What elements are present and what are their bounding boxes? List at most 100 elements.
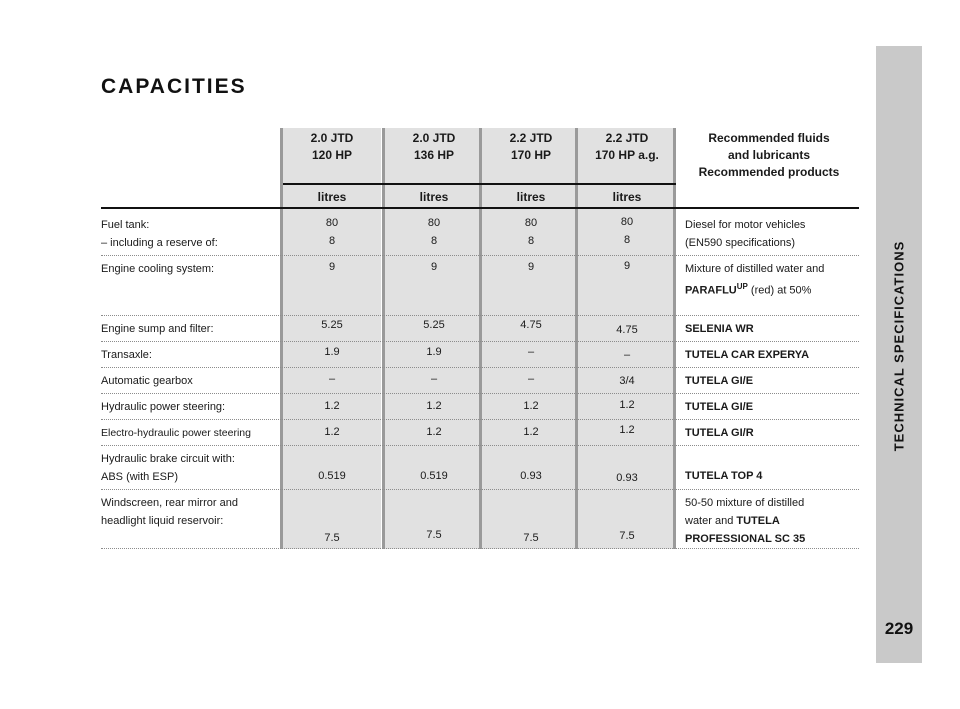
- table-cell: 9: [623, 260, 631, 272]
- table-cell: 1.2: [426, 426, 442, 438]
- unit-row-rule: [283, 183, 676, 185]
- table-cell: 0.519: [318, 470, 346, 482]
- column-header-2-power: 136 HP: [413, 148, 455, 162]
- row-label-line: ABS (with ESP): [101, 471, 179, 483]
- cell-value: 8: [527, 235, 535, 247]
- recommended-header-line2: and lubricants: [727, 148, 810, 162]
- column-header-4: 2.2 JTD 170 HP a.g.: [578, 130, 676, 164]
- table-row-label: Windscreen, rear mirror and headlight li…: [101, 494, 238, 530]
- recommended-text: PARAFLUUP (red) at 50%: [685, 278, 859, 300]
- row-divider: [101, 419, 859, 420]
- row-divider: [101, 393, 859, 394]
- column-header-2-model: 2.0 JTD: [412, 131, 456, 145]
- cell-value: 8: [623, 234, 631, 246]
- column-divider-1: [280, 128, 283, 549]
- recommended-header: Recommended fluids and lubricants Recomm…: [680, 130, 858, 181]
- table-row-label: Hydraulic brake circuit with: ABS (with …: [101, 450, 235, 486]
- brand-name: PARAFLU: [685, 284, 737, 297]
- table-cell: 9: [328, 261, 336, 273]
- table-cell: 4.75: [616, 324, 638, 336]
- recommended-text: Diesel for motor vehicles: [685, 219, 806, 231]
- section-title-vertical: TECHNICAL SPECIFICATIONS: [891, 240, 907, 452]
- table-row-label: Transaxle:: [101, 349, 152, 361]
- recommended-product: Mixture of distilled water and PARAFLUUP…: [685, 260, 859, 300]
- table-cell: –: [430, 373, 438, 385]
- column-header-4-power: 170 HP a.g.: [595, 148, 659, 162]
- table-cell: 7.5: [324, 532, 340, 544]
- row-divider: [101, 315, 859, 316]
- recommended-text: water and TUTELA: [685, 512, 859, 530]
- recommended-text: Mixture of distilled water and: [685, 263, 825, 275]
- recommended-text-lead: water and: [685, 515, 737, 527]
- brand-superscript: UP: [736, 282, 748, 291]
- table-cell: 9: [527, 261, 535, 273]
- row-divider: [101, 341, 859, 342]
- table-cell: 3/4: [619, 375, 635, 387]
- column-unit-2: litres: [419, 190, 449, 204]
- cell-value: 8: [430, 235, 438, 247]
- table-cell: 1.2: [619, 424, 635, 436]
- column-unit-3: litres: [516, 190, 546, 204]
- table-row-label: Automatic gearbox: [101, 375, 193, 387]
- table-cell: 7.5: [426, 529, 442, 541]
- table-cell: –: [623, 349, 631, 361]
- column-divider-4: [575, 128, 578, 549]
- column-header-1-model: 2.0 JTD: [310, 131, 354, 145]
- recommended-header-line1: Recommended fluids: [708, 131, 830, 145]
- column-divider-5: [673, 128, 676, 549]
- table-cell: –: [527, 373, 535, 385]
- section-side-tab: TECHNICAL SPECIFICATIONS 229: [876, 46, 922, 663]
- recommended-product: TUTELA CAR EXPERYA: [685, 349, 810, 361]
- table-cell: 0.519: [420, 470, 448, 482]
- recommended-product: 50-50 mixture of distilled water and TUT…: [685, 494, 859, 548]
- cell-value: 80: [427, 217, 441, 229]
- table-cell: 80 8: [578, 213, 676, 249]
- table-cell: 1.9: [324, 346, 340, 358]
- table-cell: 1.2: [324, 426, 340, 438]
- page-number: 229: [884, 619, 914, 638]
- column-header-4-model: 2.2 JTD: [605, 131, 649, 145]
- cell-value: 80: [325, 217, 339, 229]
- table-cell: 1.2: [426, 400, 442, 412]
- cell-value: 80: [524, 217, 538, 229]
- column-divider-3: [479, 128, 482, 549]
- recommended-header-line3: Recommended products: [698, 165, 840, 179]
- row-label-line: – including a reserve of:: [101, 237, 218, 249]
- table-cell: 80 8: [482, 214, 580, 250]
- row-divider: [101, 445, 859, 446]
- table-cell: 1.9: [426, 346, 442, 358]
- table-cell: 1.2: [619, 399, 635, 411]
- recommended-product: Diesel for motor vehicles (EN590 specifi…: [685, 216, 859, 252]
- table-cell: –: [527, 346, 535, 358]
- table-cell: 1.2: [324, 400, 340, 412]
- brand-name: TUTELA: [736, 515, 780, 527]
- row-divider: [101, 548, 859, 549]
- column-band-1: [283, 128, 381, 549]
- column-band-3: [482, 128, 580, 549]
- table-row-label: Hydraulic power steering:: [101, 401, 226, 413]
- table-cell: 4.75: [520, 319, 542, 331]
- page-title: CAPACITIES: [101, 75, 247, 98]
- table-cell: 9: [430, 261, 438, 273]
- table-cell: 0.93: [616, 472, 638, 484]
- recommended-product: SELENIA WR: [685, 323, 754, 335]
- recommended-text-tail: (red) at 50%: [747, 284, 812, 297]
- column-header-3-model: 2.2 JTD: [509, 131, 553, 145]
- recommended-product: TUTELA GI/E: [685, 375, 754, 387]
- header-rule: [101, 207, 859, 209]
- row-divider: [101, 489, 859, 490]
- column-header-2: 2.0 JTD 136 HP: [385, 130, 483, 164]
- table-cell: 1.2: [523, 400, 539, 412]
- recommended-text: 50-50 mixture of distilled: [685, 497, 805, 509]
- table-cell: –: [328, 373, 336, 385]
- row-label-line: Fuel tank:: [101, 219, 150, 231]
- column-unit-1: litres: [317, 190, 347, 204]
- row-label-line: headlight liquid reservoir:: [101, 515, 224, 527]
- recommended-product: TUTELA GI/R: [685, 427, 754, 439]
- table-cell: 5.25: [321, 319, 343, 331]
- column-header-3: 2.2 JTD 170 HP: [482, 130, 580, 164]
- column-divider-2: [382, 128, 385, 549]
- recommended-product: TUTELA GI/E: [685, 401, 754, 413]
- cell-value: 80: [620, 216, 634, 228]
